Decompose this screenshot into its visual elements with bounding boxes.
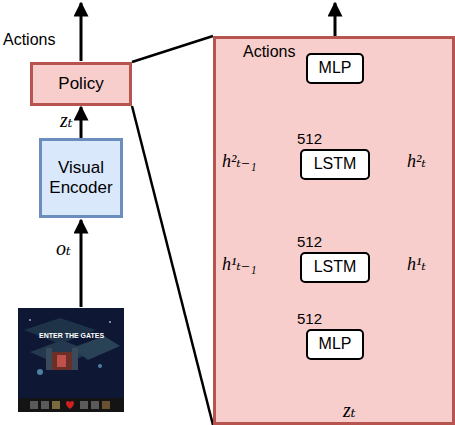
mlp-box: MLP [306, 53, 364, 84]
panel-heading: Actions [243, 43, 295, 61]
policy-panel: ActionsMLP LSTM LSTM MLP [213, 36, 455, 425]
node-label: MLP [319, 335, 352, 353]
node-label: LSTM [314, 258, 357, 276]
state-label: h²ₜ₋₁ [222, 150, 257, 172]
dimension-label: 512 [297, 130, 322, 147]
flow-arrow [80, 107, 83, 138]
variable-label: oₜ [56, 236, 71, 260]
state-label: h²ₜ [407, 150, 426, 172]
encoder-box: Visual Encoder [39, 138, 123, 218]
zoom-line [132, 36, 213, 62]
node-label: Policy [58, 74, 103, 94]
dimension-label: 512 [297, 310, 322, 327]
node-label: Visual Encoder [46, 158, 116, 197]
node-label: MLP [319, 59, 352, 77]
actions-arrow [80, 3, 83, 61]
obs-arrow [80, 220, 83, 307]
game-screenshot [18, 308, 124, 412]
game-text: ENTER THE GATES [39, 332, 104, 339]
dimension-label: 512 [297, 233, 322, 250]
state-label: h¹ₜ [407, 253, 426, 275]
node-label: LSTM [314, 155, 357, 173]
variable-label: zₜ [343, 398, 356, 422]
lstm-box: LSTM [300, 149, 370, 180]
variable-label: zₜ [60, 108, 73, 132]
lstm-box: LSTM [300, 252, 370, 283]
zoom-line [132, 106, 213, 425]
state-label: h¹ₜ₋₁ [222, 253, 257, 275]
mlp-box: MLP [306, 329, 364, 360]
policy-box: Policy [30, 62, 132, 106]
output-label: Actions [3, 31, 55, 49]
